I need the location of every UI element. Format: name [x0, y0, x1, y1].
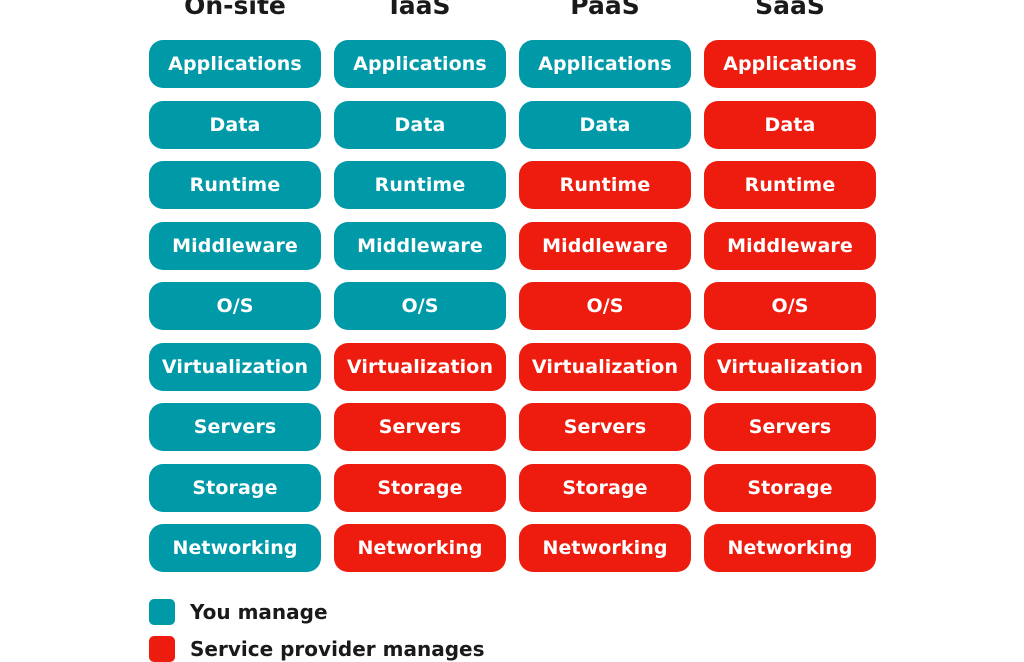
layer-cell: Virtualization [704, 343, 876, 391]
legend-swatch-you-manage [149, 599, 175, 625]
layer-cell: Middleware [519, 222, 691, 270]
layer-cell: Storage [704, 464, 876, 512]
layer-cell: Data [334, 101, 506, 149]
layer-cell: Applications [334, 40, 506, 88]
layer-cell: Middleware [334, 222, 506, 270]
layer-cell: Data [704, 101, 876, 149]
layer-cell: Networking [704, 524, 876, 572]
layer-cell: O/S [334, 282, 506, 330]
layer-cell: Runtime [149, 161, 321, 209]
layer-cell: O/S [519, 282, 691, 330]
column-header: SaaS [755, 0, 825, 20]
layer-cell: Servers [704, 403, 876, 451]
legend-label-provider-manages: Service provider manages [190, 637, 485, 661]
layer-cell: Storage [519, 464, 691, 512]
column-header: On-site [184, 0, 286, 20]
layer-cell: Servers [334, 403, 506, 451]
layer-cell: Servers [149, 403, 321, 451]
layer-cell: Applications [704, 40, 876, 88]
layer-cell: Data [149, 101, 321, 149]
layer-cell: Storage [149, 464, 321, 512]
layer-cell: Networking [519, 524, 691, 572]
layer-cell: Networking [334, 524, 506, 572]
layer-cell: Runtime [704, 161, 876, 209]
layer-cell: Virtualization [519, 343, 691, 391]
legend-swatch-provider-manages [149, 636, 175, 662]
layer-cell: O/S [149, 282, 321, 330]
layer-cell: Middleware [704, 222, 876, 270]
layer-cell: Data [519, 101, 691, 149]
column-header: IaaS [389, 0, 451, 20]
layer-cell: Virtualization [334, 343, 506, 391]
layer-cell: Runtime [334, 161, 506, 209]
layer-cell: Middleware [149, 222, 321, 270]
layer-cell: Networking [149, 524, 321, 572]
layer-cell: Applications [149, 40, 321, 88]
layer-cell: Runtime [519, 161, 691, 209]
layer-cell: O/S [704, 282, 876, 330]
column-header: PaaS [570, 0, 640, 20]
layer-cell: Storage [334, 464, 506, 512]
layer-cell: Virtualization [149, 343, 321, 391]
layer-cell: Applications [519, 40, 691, 88]
layer-cell: Servers [519, 403, 691, 451]
legend-label-you-manage: You manage [190, 600, 328, 624]
